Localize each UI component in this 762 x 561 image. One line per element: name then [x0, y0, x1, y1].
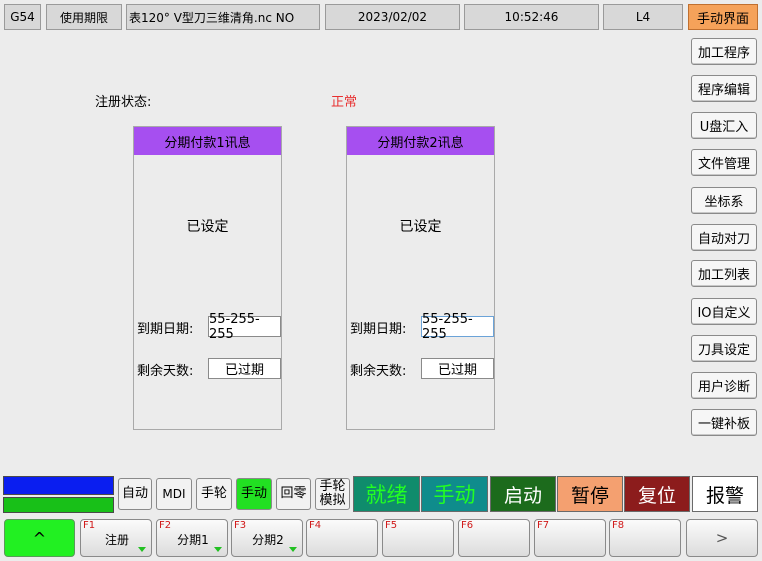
- sidebar-auto-tool-setting[interactable]: 自动对刀: [691, 224, 757, 251]
- submenu-triangle-icon: [289, 547, 297, 552]
- expiry-date-field[interactable]: 55-255-255: [421, 312, 494, 342]
- f8-key-label: F8: [612, 520, 625, 531]
- mode-auto-button[interactable]: 自动: [118, 478, 152, 510]
- installment-1-panel: 分期付款1讯息 已设定 到期日期: 55-255-255 剩余天数: 已过期: [133, 126, 282, 430]
- f2-key-label: F2: [159, 520, 172, 531]
- sidebar-coordinate-system[interactable]: 坐标系: [691, 187, 757, 214]
- f6-key-label: F6: [461, 520, 474, 531]
- f7-button[interactable]: F7: [534, 519, 606, 557]
- mode-handwheel-button[interactable]: 手轮: [196, 478, 232, 510]
- remaining-days-field[interactable]: 已过期: [208, 358, 281, 379]
- level-display: L4: [603, 4, 683, 30]
- manual-screen-tab[interactable]: 手动界面: [688, 4, 758, 30]
- f5-key-label: F5: [385, 520, 398, 531]
- installment-2-status: 已设定: [399, 219, 442, 235]
- remaining-days-label: 剩余天数:: [350, 364, 407, 379]
- mode-handwheel-sim-button[interactable]: 手轮 模拟: [315, 478, 350, 510]
- f1-label: 注册: [104, 533, 129, 547]
- progress-bar-blue: [3, 476, 114, 495]
- page-up-button[interactable]: ^: [4, 519, 75, 557]
- reset-button[interactable]: 复位: [624, 476, 690, 512]
- f7-key-label: F7: [537, 520, 550, 531]
- handwheel-sim-label-2: 模拟: [319, 493, 346, 508]
- start-button[interactable]: 启动: [490, 476, 556, 512]
- status-manual: 手动: [421, 476, 488, 512]
- chevron-right-icon: >: [715, 529, 729, 547]
- expiry-date-field[interactable]: 55-255-255: [208, 312, 281, 342]
- sidebar-io-custom[interactable]: IO自定义: [691, 298, 757, 325]
- usage-period-button[interactable]: 使用期限: [46, 4, 122, 30]
- installment-2-panel: 分期付款2讯息 已设定 到期日期: 55-255-255 剩余天数: 已过期: [346, 126, 495, 430]
- mode-home-button[interactable]: 回零: [276, 478, 311, 510]
- f6-button[interactable]: F6: [458, 519, 530, 557]
- date-display: 2023/02/02: [325, 4, 460, 30]
- installment-2-title: 分期付款2讯息: [347, 127, 494, 155]
- remaining-days-label: 剩余天数:: [137, 364, 194, 379]
- expiry-date-label: 到期日期:: [137, 322, 194, 337]
- chevron-up-icon: ^: [32, 528, 47, 548]
- register-status-label: 注册状态:: [95, 95, 152, 110]
- current-file: 表120° V型刀三维清角.nc NO: [126, 4, 320, 30]
- f3-key-label: F3: [234, 520, 247, 531]
- coord-system: G54: [4, 4, 41, 30]
- pause-button[interactable]: 暂停: [557, 476, 623, 512]
- remaining-days-field[interactable]: 已过期: [421, 358, 494, 379]
- progress-bar-green: [3, 497, 114, 513]
- next-page-button[interactable]: >: [686, 519, 758, 557]
- sidebar-machining-list[interactable]: 加工列表: [691, 260, 757, 287]
- status-ready: 就绪: [353, 476, 420, 512]
- submenu-triangle-icon: [214, 547, 222, 552]
- f1-key-label: F1: [83, 520, 96, 531]
- submenu-triangle-icon: [138, 547, 146, 552]
- sidebar-program-edit[interactable]: 程序编辑: [691, 75, 757, 102]
- f3-label: 分期2: [252, 533, 284, 547]
- register-status-value: 正常: [331, 95, 358, 110]
- sidebar-one-key-compensate[interactable]: 一键补板: [691, 409, 757, 436]
- installment-1-status: 已设定: [186, 219, 229, 235]
- f4-key-label: F4: [309, 520, 322, 531]
- expiry-date-label: 到期日期:: [350, 322, 407, 337]
- sidebar-user-diagnosis[interactable]: 用户诊断: [691, 372, 757, 399]
- sidebar-machining-program[interactable]: 加工程序: [691, 38, 757, 65]
- f1-register-button[interactable]: F1 注册: [80, 519, 152, 557]
- installment-1-title: 分期付款1讯息: [134, 127, 281, 155]
- f3-installment2-button[interactable]: F3 分期2: [231, 519, 303, 557]
- f2-installment1-button[interactable]: F2 分期1: [156, 519, 228, 557]
- mode-manual-button[interactable]: 手动: [236, 478, 272, 510]
- f5-button[interactable]: F5: [382, 519, 454, 557]
- sidebar-tool-setup[interactable]: 刀具设定: [691, 335, 757, 362]
- f4-button[interactable]: F4: [306, 519, 378, 557]
- handwheel-sim-label-1: 手轮: [319, 479, 346, 495]
- sidebar-file-manager[interactable]: 文件管理: [691, 149, 757, 176]
- alarm-indicator: 报警: [692, 476, 758, 512]
- f8-button[interactable]: F8: [609, 519, 681, 557]
- time-display: 10:52:46: [464, 4, 599, 30]
- f2-label: 分期1: [177, 533, 209, 547]
- sidebar-usb-import[interactable]: U盘汇入: [691, 112, 757, 139]
- mode-mdi-button[interactable]: MDI: [156, 478, 192, 510]
